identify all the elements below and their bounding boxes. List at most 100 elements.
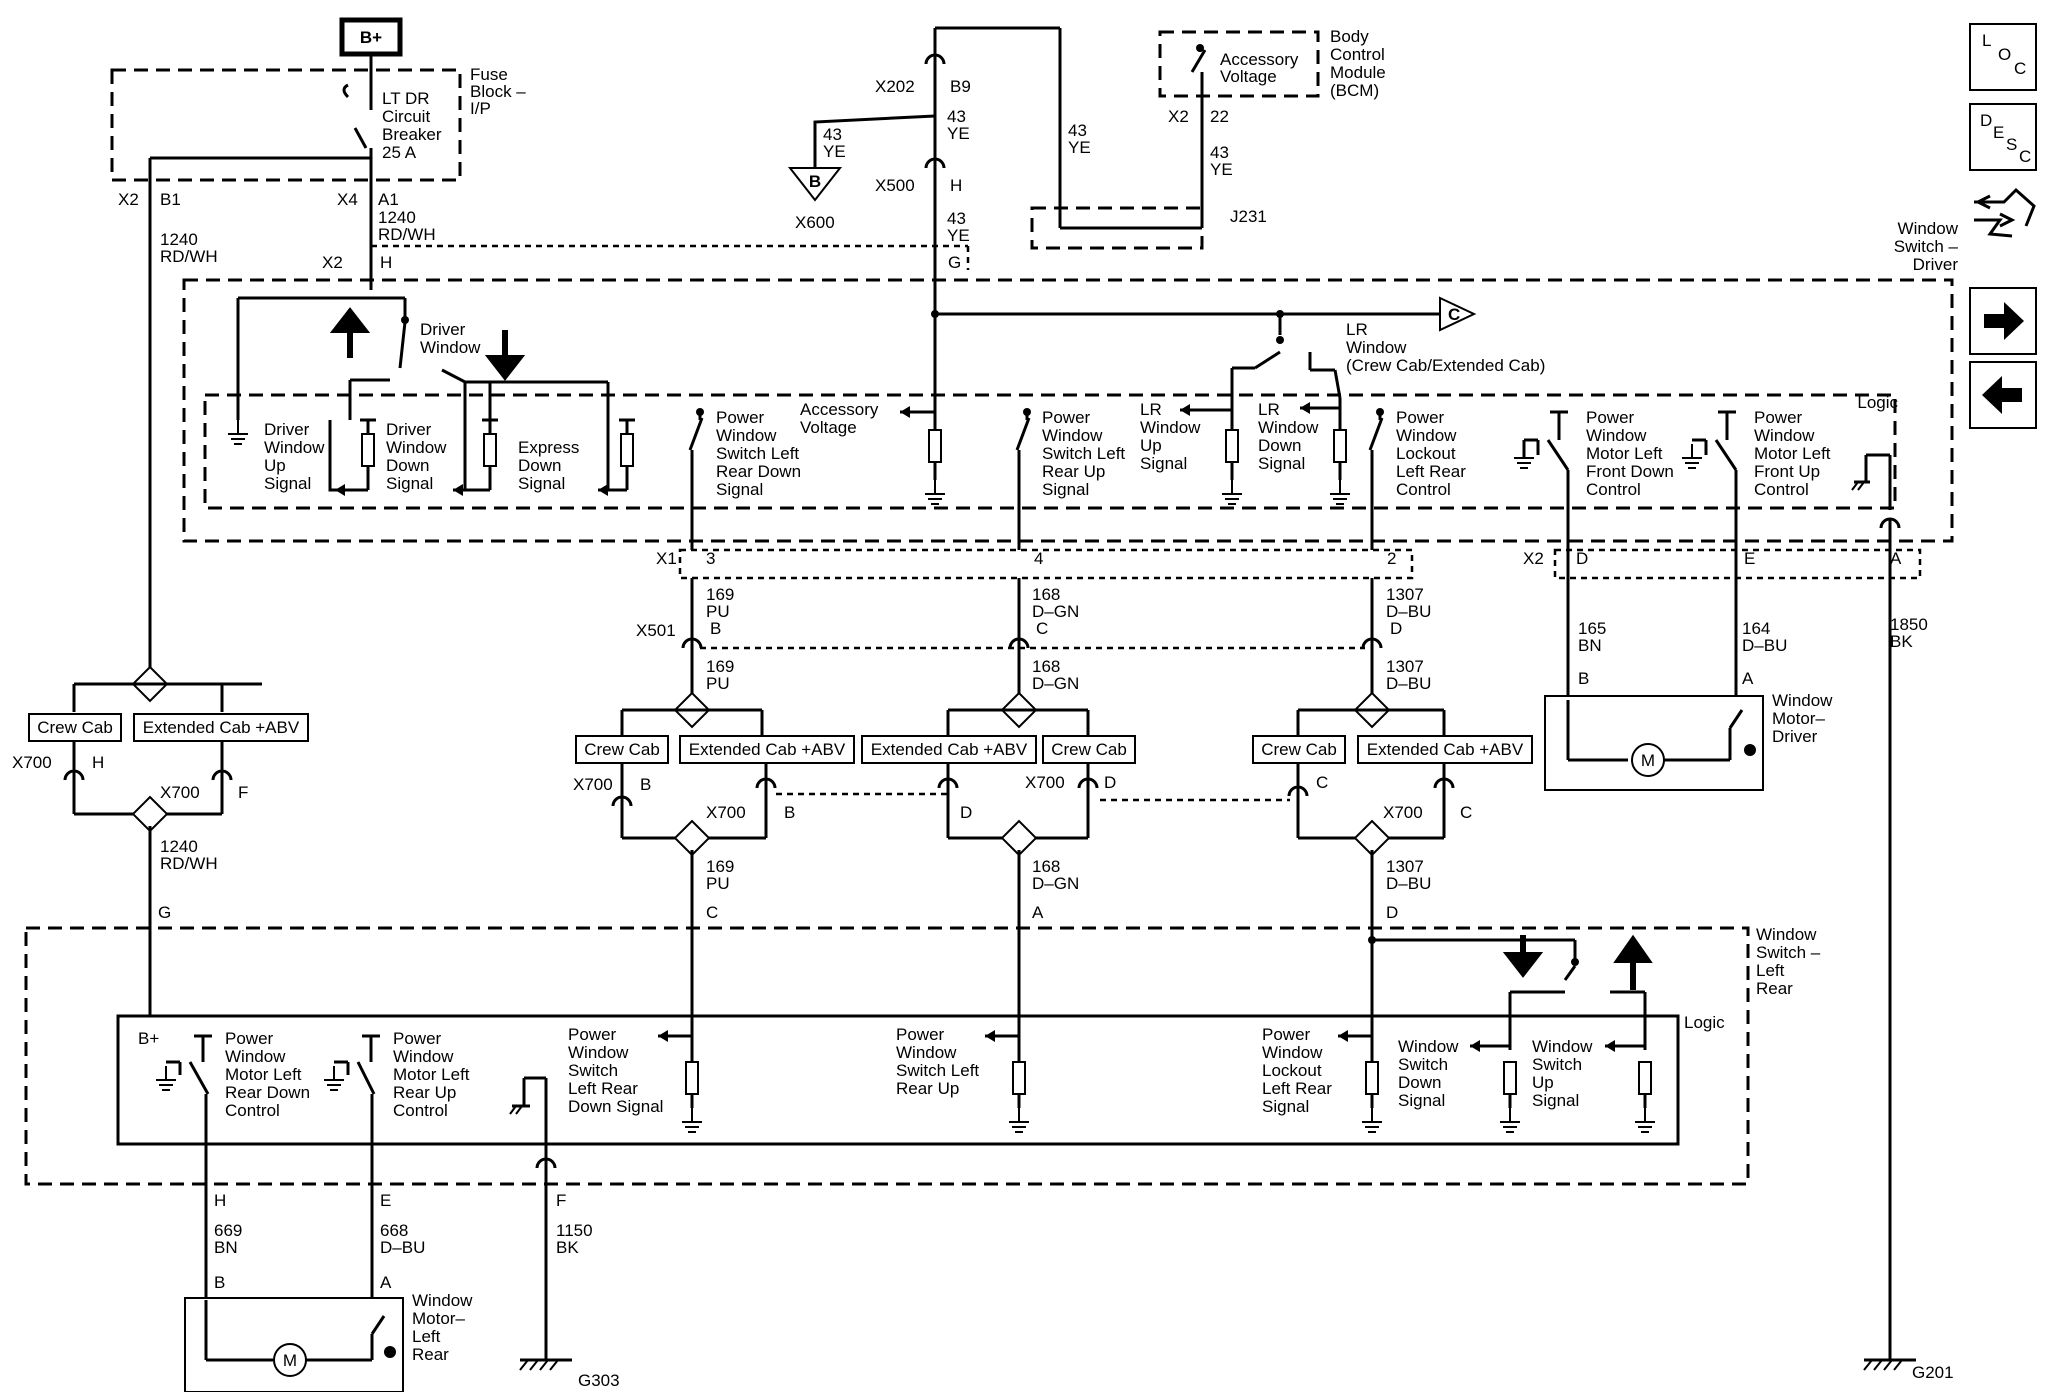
svg-text:Motor Left: Motor Left — [393, 1065, 470, 1084]
next-page-button[interactable] — [1969, 287, 2037, 355]
svg-text:Control: Control — [1330, 45, 1385, 64]
svg-text:Rear Up: Rear Up — [393, 1083, 456, 1102]
svg-text:Accessory: Accessory — [800, 400, 879, 419]
svg-text:Lockout: Lockout — [1396, 444, 1456, 463]
logic-chassis-ground — [1851, 453, 1892, 510]
connector-icon-button[interactable] — [1974, 187, 2036, 238]
svg-text:RD/WH: RD/WH — [160, 247, 218, 266]
switch-up-signal: Window Switch Up Signal — [1532, 1037, 1656, 1133]
svg-text:LR: LR — [1346, 320, 1368, 339]
down-arrow-icon — [484, 330, 526, 381]
accessory-voltage-input: Accessory Voltage — [800, 400, 946, 505]
svg-text:4: 4 — [1034, 549, 1043, 568]
svg-text:YE: YE — [823, 142, 846, 161]
svg-text:D–BU: D–BU — [1386, 874, 1431, 893]
fuse-b1: B1 — [160, 190, 181, 209]
svg-text:168: 168 — [1032, 657, 1060, 676]
svg-text:Signal: Signal — [518, 474, 565, 493]
rear-chassis-ground — [509, 1076, 548, 1160]
svg-text:Switch –: Switch – — [1894, 237, 1959, 256]
svg-text:C: C — [706, 903, 718, 922]
svg-text:Power: Power — [1396, 408, 1445, 427]
lockout-signal: Power Window Lockout Left Rear Signal — [1262, 1025, 1383, 1133]
svg-text:Window: Window — [568, 1043, 629, 1062]
loc-button[interactable]: L O C — [1969, 23, 2037, 91]
svg-text:Left Rear: Left Rear — [1396, 462, 1466, 481]
driver-switch-module — [182, 278, 1954, 543]
svg-text:X700: X700 — [573, 775, 613, 794]
svg-text:B+: B+ — [138, 1029, 159, 1048]
svg-text:A: A — [380, 1273, 392, 1292]
svg-text:Switch Left: Switch Left — [896, 1061, 979, 1080]
svg-text:RD/WH: RD/WH — [378, 225, 436, 244]
svg-text:Control: Control — [225, 1101, 280, 1120]
express-down-signal: Express Down Signal — [518, 418, 635, 496]
svg-text:1240: 1240 — [378, 208, 416, 227]
svg-text:43: 43 — [947, 107, 966, 126]
rear-down-control: Power Window Motor Left Rear Down Contro… — [155, 1029, 310, 1360]
svg-text:Motor Left: Motor Left — [225, 1065, 302, 1084]
desc-button[interactable]: D E S C — [1969, 103, 2037, 171]
svg-text:I/P: I/P — [470, 99, 491, 118]
svg-text:LR: LR — [1258, 400, 1280, 419]
x1-connector — [678, 548, 1414, 580]
svg-text:Rear Up: Rear Up — [896, 1079, 959, 1098]
svg-text:Left Rear: Left Rear — [1262, 1079, 1332, 1098]
svg-text:H: H — [380, 253, 392, 272]
ground-g201: G201 — [1863, 1358, 1954, 1382]
svg-text:Left Rear: Left Rear — [568, 1079, 638, 1098]
svg-text:BN: BN — [214, 1238, 238, 1257]
svg-text:25 A: 25 A — [382, 143, 417, 162]
svg-text:Logic: Logic — [1857, 393, 1898, 412]
svg-text:BN: BN — [1578, 636, 1602, 655]
svg-text:Motor–: Motor– — [1772, 709, 1825, 728]
svg-text:43: 43 — [1068, 121, 1087, 140]
svg-text:RD/WH: RD/WH — [160, 854, 218, 873]
svg-text:Window: Window — [896, 1043, 957, 1062]
svg-text:D: D — [960, 803, 972, 822]
svg-text:Switch: Switch — [1532, 1055, 1582, 1074]
svg-text:Signal: Signal — [386, 474, 433, 493]
svg-text:Window: Window — [716, 426, 777, 445]
lockout-control: Power Window Lockout Left Rear Control — [1368, 408, 1466, 550]
svg-text:Window: Window — [420, 338, 481, 357]
svg-text:169: 169 — [706, 585, 734, 604]
svg-text:Switch Left: Switch Left — [716, 444, 799, 463]
svg-text:Down: Down — [1398, 1073, 1441, 1092]
svg-text:Window: Window — [1756, 925, 1817, 944]
svg-text:168: 168 — [1032, 585, 1060, 604]
svg-text:Window: Window — [1346, 338, 1407, 357]
svg-text:D: D — [1980, 111, 1992, 130]
arrow-left-icon — [1982, 376, 2022, 414]
svg-text:Power: Power — [393, 1029, 442, 1048]
svg-text:Extended Cab +ABV: Extended Cab +ABV — [689, 740, 846, 759]
svg-text:YE: YE — [947, 124, 970, 143]
svg-text:C: C — [2019, 147, 2031, 166]
svg-text:Rear Up: Rear Up — [1042, 462, 1105, 481]
svg-text:Window: Window — [412, 1291, 473, 1310]
svg-text:X700: X700 — [12, 753, 52, 772]
prev-page-button[interactable] — [1969, 361, 2037, 429]
svg-text:1307: 1307 — [1386, 857, 1424, 876]
svg-text:X2: X2 — [1168, 107, 1189, 126]
svg-text:D: D — [1104, 773, 1116, 792]
svg-text:Window: Window — [1258, 418, 1319, 437]
svg-text:Window: Window — [1898, 219, 1959, 238]
svg-text:Rear Down: Rear Down — [716, 462, 801, 481]
svg-text:Module: Module — [1330, 63, 1386, 82]
svg-text:Window: Window — [1754, 426, 1815, 445]
svg-text:X500: X500 — [875, 176, 915, 195]
svg-text:1307: 1307 — [1386, 657, 1424, 676]
up-arrow-icon — [329, 307, 371, 358]
svg-text:G: G — [158, 903, 171, 922]
svg-text:Power: Power — [896, 1025, 945, 1044]
svg-text:H: H — [214, 1191, 226, 1210]
svg-text:D–BU: D–BU — [1386, 602, 1431, 621]
svg-text:1850: 1850 — [1890, 615, 1928, 634]
svg-text:A: A — [1890, 549, 1902, 568]
splice-c-triangle — [1439, 296, 1477, 332]
svg-text:Window: Window — [386, 438, 447, 457]
pws-rear-up-signal: Power Window Switch Left Rear Up Signal — [1015, 408, 1125, 550]
svg-text:Power: Power — [1586, 408, 1635, 427]
